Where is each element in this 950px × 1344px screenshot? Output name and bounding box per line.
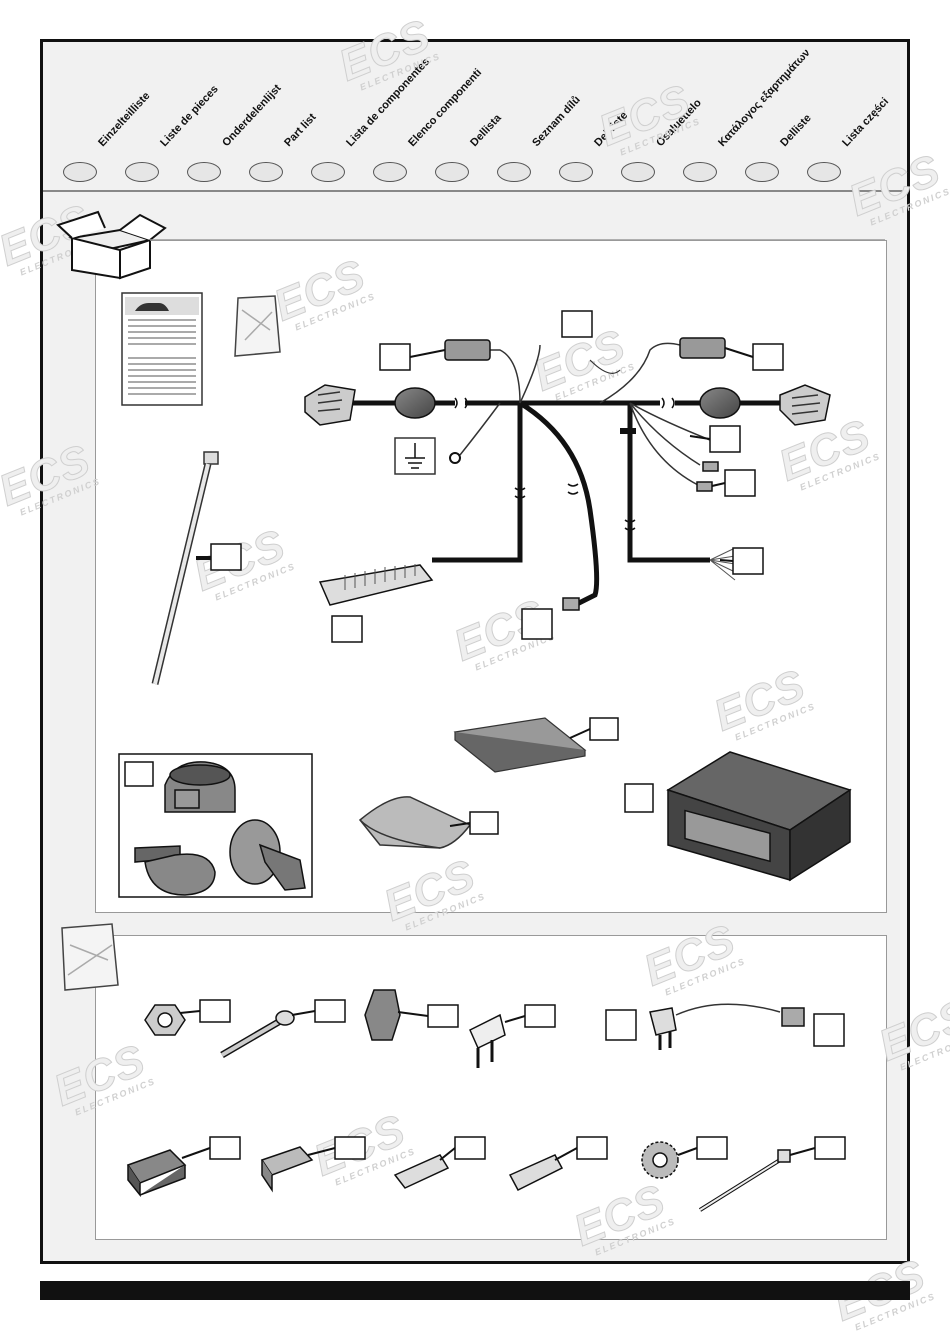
splice-connector-icon: [364, 989, 401, 1041]
language-header: Einzelteilliste Liste de pieces Onderdel…: [43, 42, 907, 192]
fuse-icon: [469, 1013, 506, 1068]
checkbox-oval[interactable]: [683, 162, 717, 182]
connector-right: [779, 384, 831, 426]
flat-terminal-female-icon: [508, 1154, 564, 1191]
callout-leaders: [179, 347, 816, 1161]
checkbox-oval[interactable]: [807, 162, 841, 182]
control-module-icon: [666, 751, 852, 882]
flat-plug-housing-icon: [260, 1146, 314, 1193]
small-cable-tie-icon: [698, 1149, 791, 1212]
socket-plate-icon: [229, 819, 306, 891]
multipin-connector: [318, 564, 434, 606]
plastic-bag-icon: [234, 295, 281, 357]
serrated-washer-icon: [641, 1141, 679, 1179]
grommet-left: [394, 387, 436, 419]
callout-boxes: [124, 310, 846, 1160]
flat-terminal-male-icon: [393, 1154, 450, 1189]
checkbox-oval[interactable]: [249, 162, 283, 182]
flat-connector-housing-icon: [126, 1149, 187, 1198]
instruction-sheet-icon: [121, 292, 203, 406]
connector-left: [304, 384, 356, 426]
cable-clip: [620, 428, 636, 434]
small-parts-bag-icon: [61, 923, 119, 991]
ground-icon: [394, 437, 436, 475]
checkbox-oval[interactable]: [125, 162, 159, 182]
checkbox-oval[interactable]: [435, 162, 469, 182]
checkbox-oval[interactable]: [373, 162, 407, 182]
adhesive-pad-icon: [453, 717, 587, 773]
checkbox-oval[interactable]: [621, 162, 655, 182]
grommet-right: [699, 387, 741, 419]
cable-tie-icon: [151, 451, 219, 685]
checkbox-oval[interactable]: [745, 162, 779, 182]
checkbox-oval[interactable]: [497, 162, 531, 182]
wire-break-marks: [454, 397, 675, 531]
box-icon: [56, 210, 167, 280]
small-plugs: [562, 461, 719, 611]
checkbox-oval[interactable]: [63, 162, 97, 182]
foil-sheet-icon: [358, 796, 472, 849]
plug-top-left: [444, 339, 491, 361]
towbar-socket-icon: [164, 761, 236, 813]
nut-icon: [144, 1004, 186, 1036]
bolt-icon: [220, 1010, 295, 1059]
fuse-tap-cable-icon: [649, 1003, 805, 1050]
checkbox-oval[interactable]: [559, 162, 593, 182]
socket-seal-icon: [134, 845, 216, 896]
small-parts-panel: [95, 935, 887, 1240]
plug-top-right: [679, 337, 726, 359]
checkbox-oval[interactable]: [187, 162, 221, 182]
footer-bar: [40, 1281, 910, 1300]
ground-cable-eyelet: [449, 452, 461, 464]
checkbox-oval[interactable]: [311, 162, 345, 182]
